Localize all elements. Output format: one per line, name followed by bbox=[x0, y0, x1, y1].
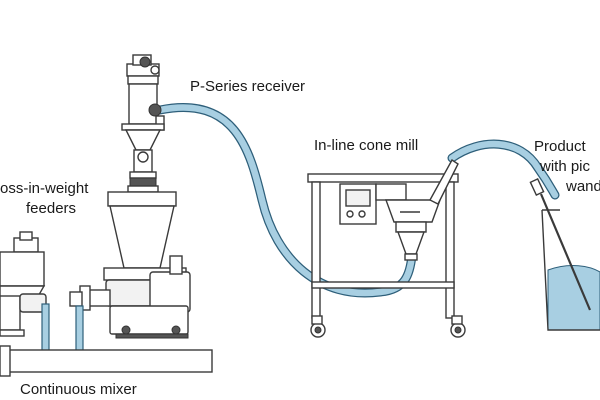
feed-pipes bbox=[41, 303, 84, 353]
label-cone-mill: In-line cone mill bbox=[314, 137, 418, 154]
label-product-line2: with pic bbox=[539, 158, 591, 175]
conveying-hose-wand-to-mill bbox=[447, 139, 560, 200]
label-feeders-line1: oss-in-weight bbox=[0, 180, 89, 197]
label-feeders-line2: feeders bbox=[26, 200, 76, 217]
label-product-line3: wand bbox=[565, 178, 600, 195]
label-mixer: Continuous mixer bbox=[20, 381, 137, 398]
loss-in-weight-feeders bbox=[0, 231, 47, 337]
product-bin bbox=[529, 178, 600, 331]
label-product-line1: Product bbox=[534, 138, 587, 155]
label-receiver: P-Series receiver bbox=[190, 78, 305, 95]
mixer-trough bbox=[0, 345, 213, 377]
in-line-cone-mill bbox=[307, 158, 466, 338]
continuous-mixer bbox=[69, 191, 191, 339]
p-series-receiver bbox=[121, 54, 165, 193]
